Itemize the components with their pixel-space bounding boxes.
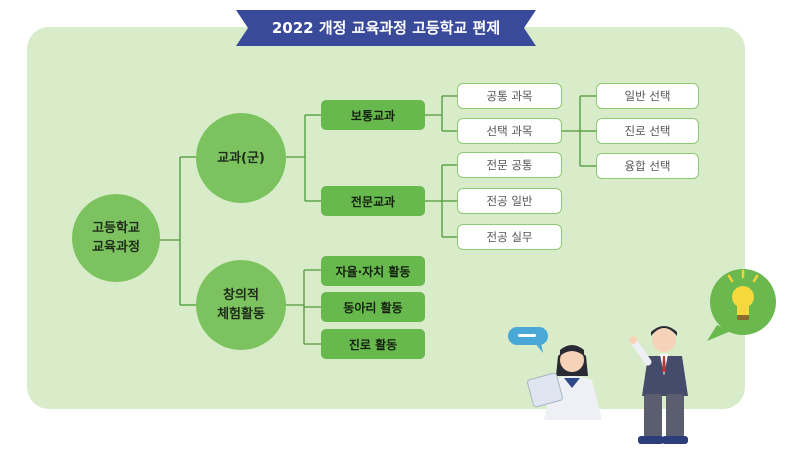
general-elective-box: 일반 선택 — [596, 83, 699, 109]
title-banner — [236, 10, 536, 46]
specialized-common-box: 전문 공통 — [457, 152, 562, 178]
activities-node: 창의적 체험활동 — [196, 260, 286, 350]
common-course-box: 공통 과목 — [457, 83, 562, 109]
career-elective-box: 진로 선택 — [596, 118, 699, 144]
speech-bubble-icon — [508, 327, 548, 353]
major-general-box: 전공 일반 — [457, 188, 562, 214]
curriculum-node: 교과(군) — [196, 113, 286, 203]
students-illustration — [527, 326, 688, 444]
major-practical-box: 전공 실무 — [457, 224, 562, 250]
elective-course-box: 선택 과목 — [457, 118, 562, 144]
career-activity-box: 진로 활동 — [321, 329, 425, 359]
specialized-subject-box: 전문교과 — [321, 186, 425, 216]
general-subject-box: 보통교과 — [321, 100, 425, 130]
convergence-elective-box: 융합 선택 — [596, 153, 699, 179]
club-activity-box: 동아리 활동 — [321, 292, 425, 322]
root-node: 고등학교 교육과정 — [72, 194, 160, 282]
lightbulb-icon — [707, 269, 776, 341]
autonomy-activity-box: 자율·자치 활동 — [321, 256, 425, 286]
page-title: 2022 개정 교육과정 고등학교 편제 — [271, 19, 501, 37]
